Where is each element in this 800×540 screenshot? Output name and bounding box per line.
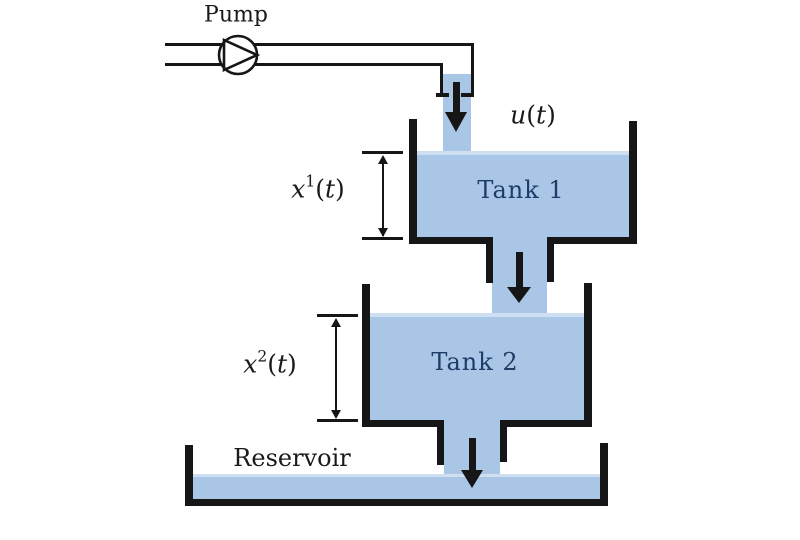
tank2-left-wall: [362, 284, 370, 427]
pipe-top-line: [165, 43, 474, 46]
pipe-mouth-right-cap: [461, 93, 474, 97]
x2-arrow-down-icon: [331, 410, 341, 419]
pipe-bottom-line: [165, 63, 443, 66]
tank1-label: Tank 1: [477, 176, 565, 204]
pump-label: Pump: [204, 2, 268, 28]
pipe-mouth-left-cap: [436, 93, 449, 97]
x2-top-tick: [317, 314, 358, 317]
x2-measure-line: [335, 321, 337, 413]
reservoir-label: Reservoir: [233, 444, 351, 472]
x1-measure-line: [382, 158, 384, 236]
reservoir-water: [193, 474, 600, 499]
x1-arrow-down-icon: [378, 228, 388, 237]
tank1-outlet-left-stub: [486, 237, 493, 283]
tank1-floor-right: [547, 237, 637, 244]
tank1-left-wall: [409, 119, 417, 244]
x2-label-var: x: [243, 349, 258, 379]
x1-arrow-up-icon: [378, 155, 388, 164]
x1-bottom-tick: [362, 237, 403, 240]
tank2-outlet-right-stub: [500, 420, 507, 462]
tank1-outlet-right-stub: [547, 237, 554, 282]
tank1-water-surface: [417, 151, 629, 155]
x2-level-label: x2(t): [243, 347, 297, 379]
tank1-outflow-arrow-shaft: [516, 252, 523, 288]
tank2-right-wall: [584, 283, 592, 427]
tank2-outflow-arrow-head: [461, 470, 483, 488]
tank1-right-wall: [629, 121, 637, 244]
tank1-outflow-arrow-head: [507, 287, 531, 303]
tank1-floor-left: [409, 237, 487, 244]
pump-icon: [217, 34, 260, 76]
x2-arrow-up-icon: [331, 318, 341, 327]
tank2-outlet-left-stub: [437, 420, 444, 465]
input-flow-label-var: u: [510, 100, 527, 130]
tank2-water: [370, 313, 584, 421]
pipe-outer-down-line: [471, 43, 474, 97]
input-flow-arrow-shaft: [453, 82, 460, 113]
pipe-inner-down-line: [440, 63, 443, 97]
input-flow-arrow-head: [445, 112, 467, 132]
reservoir-water-surface: [193, 474, 600, 477]
reservoir-floor: [185, 499, 608, 506]
tank2-water-surface: [370, 313, 584, 317]
x1-label-var: x: [291, 174, 306, 204]
tank2-floor-left: [362, 420, 444, 427]
x2-bottom-tick: [317, 419, 358, 422]
reservoir-right-wall: [600, 443, 608, 506]
reservoir-left-wall: [185, 445, 193, 506]
tank2-floor-right: [500, 420, 592, 427]
tank1-water: [417, 151, 629, 238]
x1-level-label: x1(t): [291, 172, 345, 204]
x1-top-tick: [362, 151, 403, 154]
input-flow-label: u(t): [510, 100, 556, 130]
tank2-outflow-arrow-shaft: [469, 438, 476, 471]
tank2-label: Tank 2: [431, 348, 519, 376]
